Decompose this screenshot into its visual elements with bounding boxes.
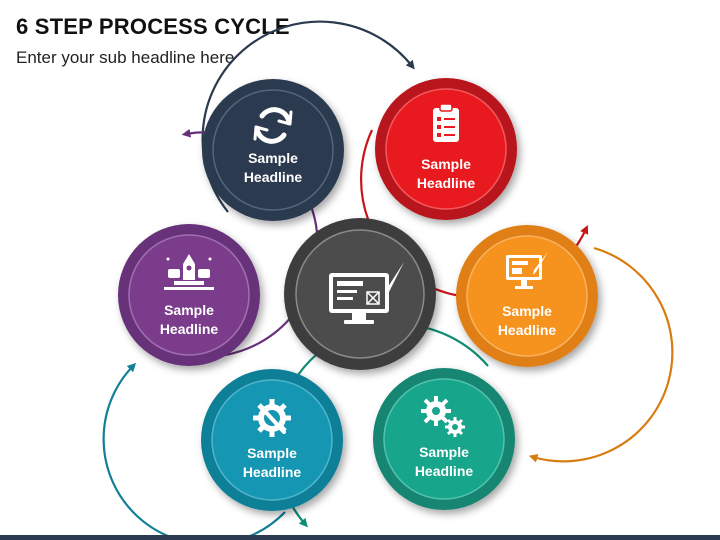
step-3[interactable]: Sample Headline [456,225,598,367]
step-3-label-line1: Sample [502,303,552,319]
step-4-label-line2: Headline [415,463,474,479]
gears-icon [421,396,465,437]
step-4[interactable]: Sample Headline [373,368,515,510]
step-5-disc [211,379,333,501]
rocket-launch-icon [164,254,214,290]
step-5-label-line2: Headline [243,464,302,480]
footer-bar [0,535,720,540]
center-hub [284,218,436,370]
step-1-label-line2: Headline [244,169,303,185]
step-5[interactable]: Sample Headline [201,369,343,511]
step-3-disc [466,235,588,357]
step-1-label-line1: Sample [248,150,298,166]
step-6[interactable]: Sample Headline [118,224,260,366]
step-1-disc [212,89,334,211]
wrench-gear-icon [253,399,291,437]
step-6-label-line2: Headline [160,321,219,337]
clipboard-checklist-icon [433,103,459,142]
arrow-step3-to-step4 [528,246,674,463]
refresh-icon [253,107,293,144]
step-2-label-line2: Headline [417,175,476,191]
step-1[interactable]: Sample Headline [202,79,344,221]
page-subtitle: Enter your sub headline here [16,48,235,67]
step-4-disc [383,378,505,500]
page-title: 6 STEP PROCESS CYCLE [16,14,290,39]
step-6-disc [128,234,250,356]
step-2-disc [385,88,507,210]
step-6-label-line1: Sample [164,302,214,318]
monitor-design-icon [506,252,548,289]
step-2-label-line1: Sample [421,156,471,172]
step-5-label-line1: Sample [247,445,297,461]
step-3-label-line2: Headline [498,322,557,338]
step-4-label-line1: Sample [419,444,469,460]
step-2[interactable]: Sample Headline [375,78,517,220]
computer-design-icon [329,262,404,324]
